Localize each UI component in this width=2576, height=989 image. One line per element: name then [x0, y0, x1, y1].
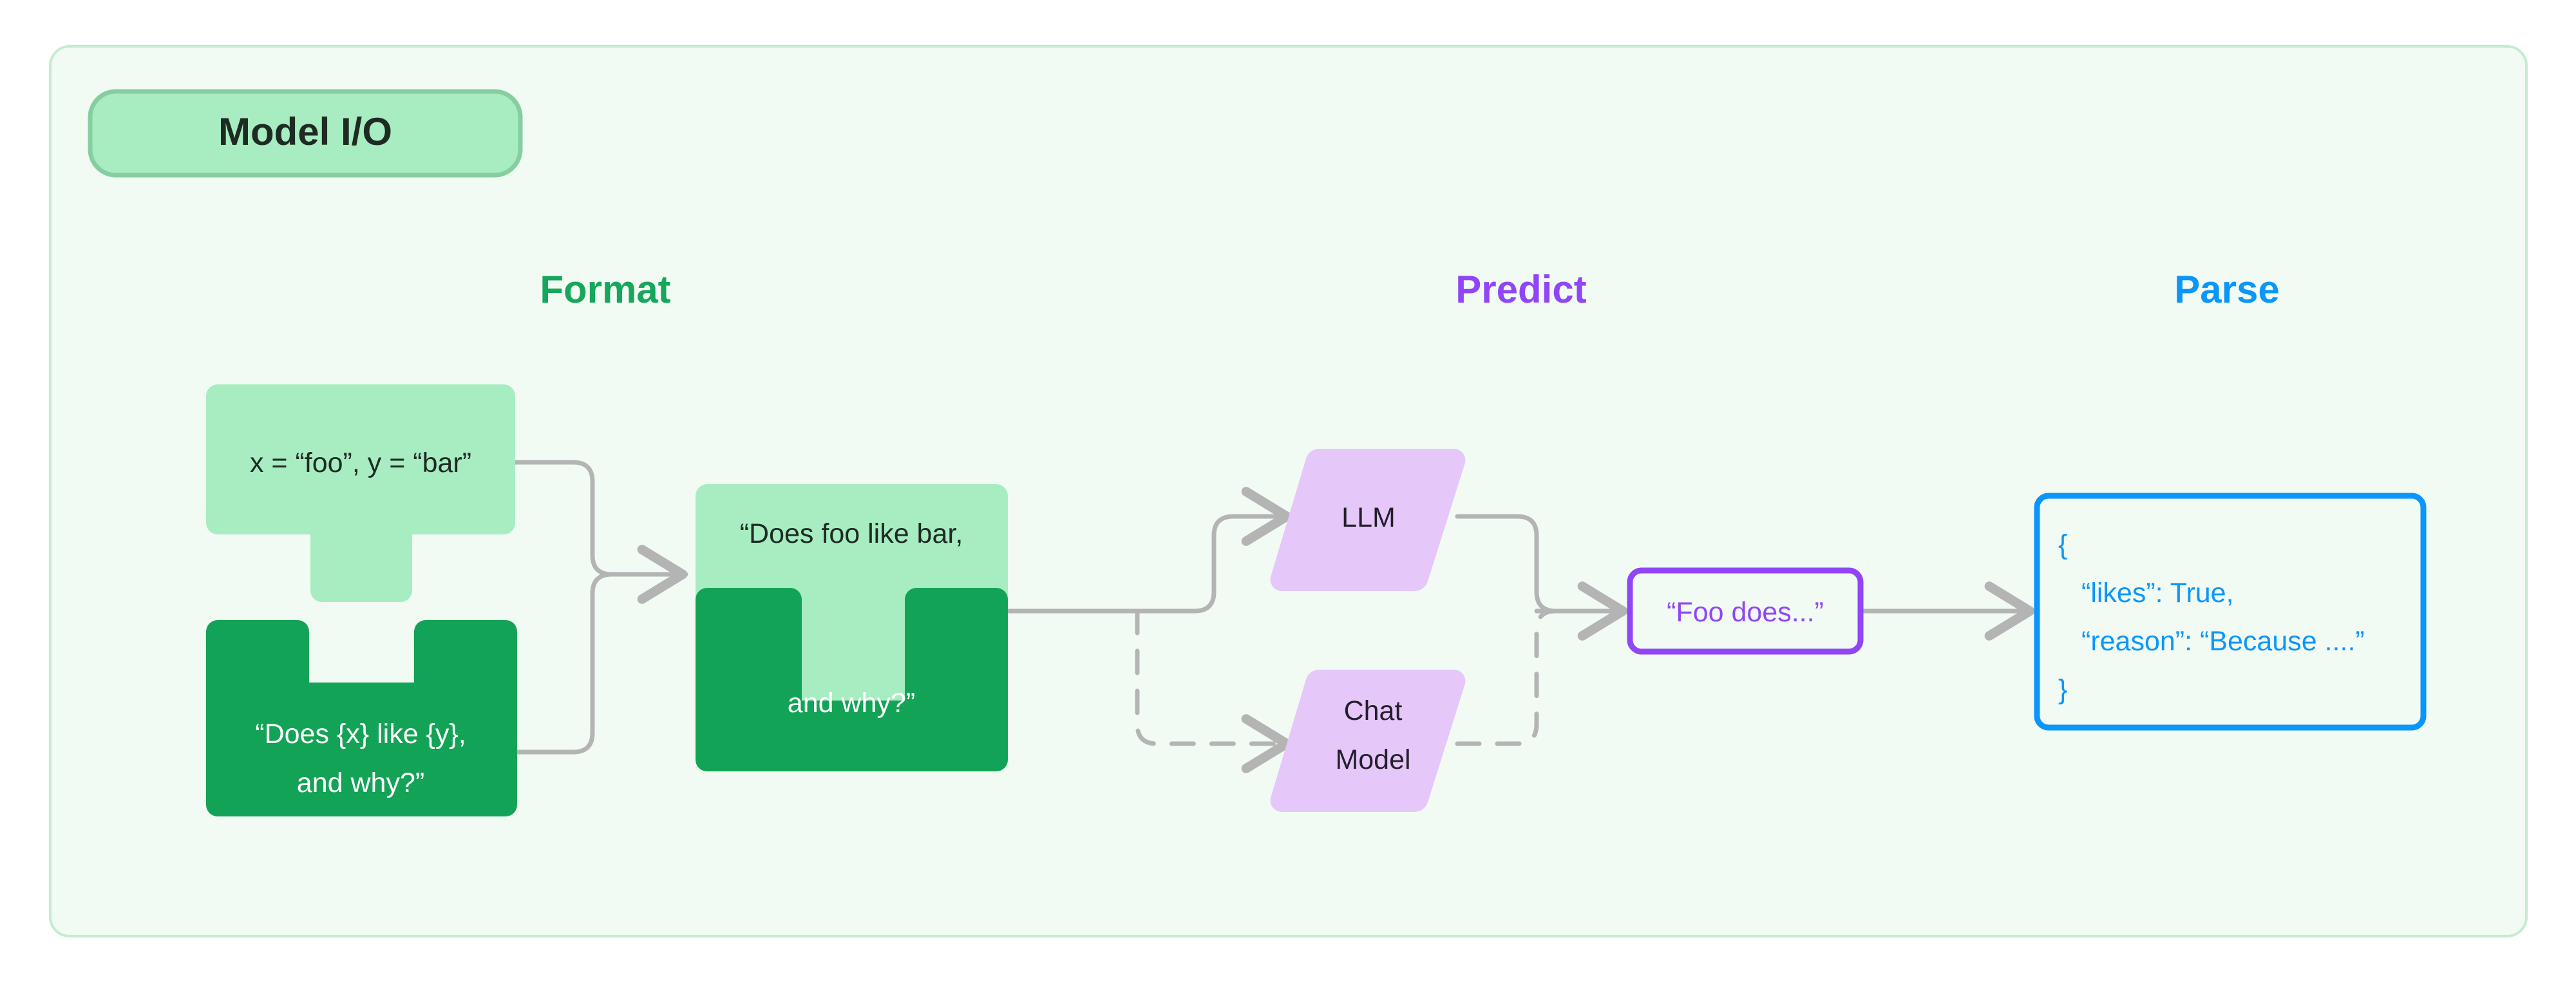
- section-header-format: Format: [540, 268, 670, 311]
- output-box-shape[interactable]: [1627, 567, 1864, 655]
- combined-bottom-shape: [696, 588, 1008, 771]
- badge-label: Model I/O: [218, 110, 392, 153]
- connector-template-to-combined: [515, 545, 688, 755]
- llm-shape[interactable]: [1270, 449, 1466, 591]
- json-line-open: {: [2058, 529, 2067, 560]
- template-piece-shape: [206, 620, 517, 816]
- template-piece-line1: “Does {x} like {y},: [255, 719, 466, 749]
- combined-piece-bottom-label: and why?”: [788, 688, 915, 719]
- section-header-predict: Predict: [1455, 268, 1586, 311]
- format-template-piece: “Does {x} like {y}, and why?”: [206, 620, 517, 816]
- format-values-piece: x = “foo”, y = “bar”: [206, 384, 515, 602]
- section-header-parse: Parse: [2174, 268, 2279, 311]
- values-piece-label: x = “foo”, y = “bar”: [250, 447, 471, 478]
- llm-label: LLM: [1341, 502, 1396, 533]
- output-box-label: “Foo does...”: [1667, 597, 1824, 628]
- badge-shape: [88, 89, 523, 178]
- values-piece-shape: [206, 384, 515, 602]
- predict-output-box[interactable]: “Foo does...”: [1627, 567, 1864, 655]
- chat-model-line1: Chat: [1344, 695, 1403, 726]
- predict-llm-node[interactable]: LLM: [1270, 449, 1466, 591]
- json-line-likes: “likes”: True,: [2081, 578, 2234, 608]
- model-io-badge: Model I/O: [88, 89, 523, 178]
- connector-layer: [513, 460, 2035, 773]
- combined-piece-top-label: “Does foo like bar,: [740, 518, 963, 549]
- format-combined-piece: “Does foo like bar, and why?”: [696, 484, 1008, 771]
- template-piece-line2: and why?”: [297, 768, 424, 798]
- json-line-reason: “reason”: “Because ....”: [2081, 626, 2365, 657]
- parse-json-box[interactable]: { “likes”: True, “reason”: “Because ....…: [2034, 493, 2427, 731]
- predict-chat-model-node[interactable]: Chat Model: [1270, 670, 1466, 812]
- json-box-shape[interactable]: [2034, 493, 2427, 731]
- json-line-close: }: [2058, 674, 2067, 705]
- connector-split-to-llm: [1135, 487, 1292, 614]
- chat-model-shape[interactable]: [1270, 670, 1466, 812]
- chat-model-line2: Model: [1335, 744, 1410, 775]
- connector-split-to-chat-model: [1135, 608, 1292, 773]
